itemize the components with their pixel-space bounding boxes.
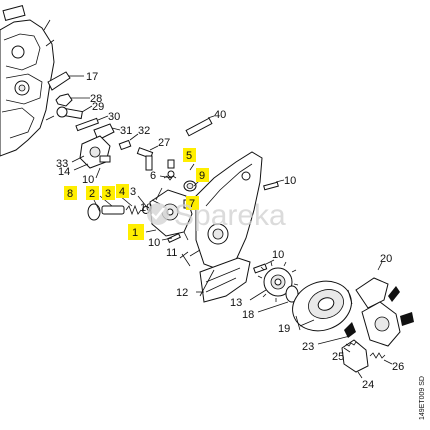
callout-14: 14: [58, 166, 70, 178]
callout-32: 32: [138, 125, 150, 137]
callout-19: 19: [278, 323, 290, 335]
callout-17: 17: [86, 71, 98, 83]
callout-10a: 10: [82, 174, 94, 186]
callout-6: 6: [150, 170, 156, 182]
callout-31: 31: [120, 125, 132, 137]
engine-housing: [0, 4, 55, 157]
highlight-1: [128, 224, 144, 240]
callout-10d: 10: [284, 175, 296, 187]
callout-8: 8: [67, 188, 73, 200]
callout-20: 20: [380, 253, 392, 265]
watermark-text: Spareka: [174, 199, 286, 232]
reference-code: 149ET009 SD: [419, 376, 426, 420]
clutch-assembly: [317, 261, 414, 379]
callout-3a: 3: [105, 188, 111, 200]
callout-28: 28: [90, 93, 102, 105]
callout-3b: 3: [130, 186, 136, 198]
callout-9: 9: [199, 170, 205, 182]
callout-7: 7: [189, 198, 195, 210]
upper-hardware: [47, 71, 215, 179]
highlight-3a: [102, 186, 115, 200]
highlight-5: [183, 148, 196, 162]
callout-4: 4: [119, 186, 125, 198]
callout-40: 40: [214, 109, 226, 121]
callout-23: 23: [302, 341, 314, 353]
callout-33: 33: [56, 158, 68, 170]
chain-guard: [196, 257, 275, 303]
callout-10e: 10: [272, 249, 284, 261]
clutch-drum: [292, 280, 353, 332]
sprocket-assembly: [249, 261, 299, 313]
callout-25: 25: [332, 351, 344, 363]
callout-27: 27: [158, 137, 170, 149]
callout-2: 2: [89, 188, 95, 200]
highlight-8: [64, 186, 77, 200]
brake-cover-plate: [179, 151, 285, 271]
callout-24: 24: [362, 379, 374, 391]
callout-18: 18: [242, 309, 254, 321]
callout-29: 29: [92, 101, 104, 113]
highlight-7: [186, 196, 199, 210]
callout-5: 5: [186, 150, 192, 162]
callout-26: 26: [392, 361, 404, 373]
watermark: Spareka: [147, 199, 286, 232]
callout-12: 12: [176, 287, 188, 299]
highlight-2: [86, 186, 99, 200]
highlight-9: [196, 168, 209, 182]
callout-1: 1: [132, 227, 138, 239]
callout-11: 11: [166, 247, 177, 259]
highlight-4: [116, 184, 129, 198]
callout-13: 13: [230, 297, 242, 309]
callout-30: 30: [108, 111, 120, 123]
callout-10c: 10: [148, 237, 160, 249]
leader-lines: [181, 253, 215, 297]
